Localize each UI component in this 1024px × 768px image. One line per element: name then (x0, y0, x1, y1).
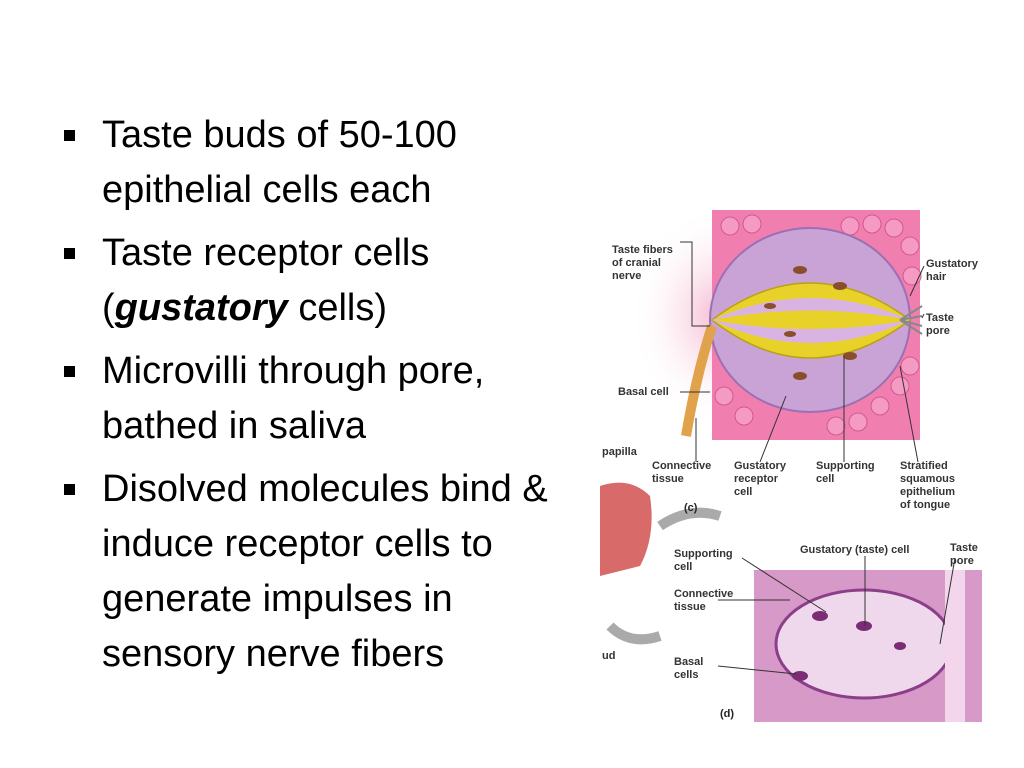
gustatory-hairs (899, 305, 923, 335)
micrograph-bud (774, 588, 954, 700)
bullet-text-emphasis: gustatory (114, 287, 288, 329)
label-papilla: papilla (602, 446, 637, 458)
label-gustatory-hair: Gustatory hair (926, 258, 978, 283)
label-supporting-cell-d: Supporting cell (674, 548, 733, 573)
bullet-square-icon (64, 484, 75, 495)
label-taste-pore-d: Taste pore (950, 542, 978, 567)
panel-label-d: (d) (720, 708, 735, 720)
label-basal-cells: Basal cells (674, 656, 704, 681)
bullet-list: Taste buds of 50-100 epithelial cells ea… (64, 108, 584, 690)
bullet-text-pre: Taste receptor cells ( (102, 232, 430, 329)
bullet-square-icon (64, 130, 75, 141)
bullet-microvilli: Microvilli through pore, bathed in saliv… (64, 344, 584, 454)
label-bud-fragment: ud (602, 650, 616, 662)
arrow-c (657, 507, 722, 531)
receptor-core (712, 310, 910, 329)
label-stratified-epithelium: Stratified squamous epithelium of tongue (900, 460, 956, 511)
bullet-taste-receptor: Taste receptor cells (gustatory cells) (64, 226, 584, 336)
bullet-text: Disolved molecules bind & induce recepto… (102, 468, 548, 675)
micrograph-pore (945, 570, 965, 722)
bullet-text: Microvilli through pore, bathed in saliv… (102, 350, 485, 447)
bullet-dissolved-molecules: Disolved molecules bind & induce recepto… (64, 462, 584, 682)
bullet-text: Taste buds of 50-100 epithelial cells ea… (102, 114, 457, 211)
bullet-text-post: cells) (287, 287, 388, 329)
label-basal-cell: Basal cell (618, 386, 669, 398)
label-taste-pore: Taste pore (926, 312, 954, 337)
bullet-square-icon (64, 248, 75, 259)
taste-bud-illustration (600, 206, 982, 722)
taste-bud-figure: Taste fibers of cranial nerve Gustatory … (600, 206, 990, 726)
tongue-fragment (600, 482, 652, 576)
label-connective-tissue-d: Connective tissue (674, 588, 734, 613)
label-connective-tissue-c: Connective tissue (652, 460, 712, 485)
arrow-d (606, 622, 662, 645)
panel-label-c: (c) (684, 502, 698, 514)
label-taste-fibers: Taste fibers of cranial nerve (612, 244, 673, 282)
label-gustatory-receptor-cell: Gustatory receptor cell (734, 460, 786, 498)
label-supporting-cell-c: Supporting cell (816, 460, 875, 485)
nerve-fibers (681, 324, 717, 437)
label-gustatory-taste-cell: Gustatory (taste) cell (800, 544, 910, 556)
bullet-taste-buds: Taste buds of 50-100 epithelial cells ea… (64, 108, 584, 218)
bullet-square-icon (64, 366, 75, 377)
